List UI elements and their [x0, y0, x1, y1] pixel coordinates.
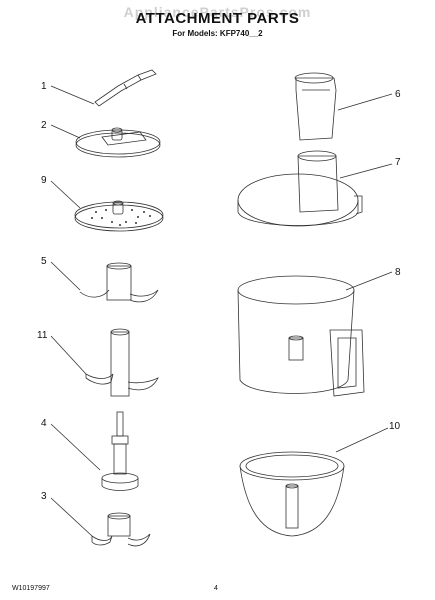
part-10-mini-bowl [239, 451, 345, 537]
page-title: ATTACHMENT PARTS [135, 10, 300, 27]
part-6-food-pusher [294, 72, 337, 141]
shredding-holes [91, 209, 151, 226]
callout-leader-7 [339, 163, 393, 179]
callout-leader-9 [50, 180, 81, 209]
callout-label-11: 11 [37, 330, 48, 341]
callout-10: 10 [335, 421, 401, 453]
callout-5: 5 [41, 256, 81, 291]
part-11-multipurpose-blade [85, 328, 159, 397]
document-number: W10197997 [12, 585, 50, 592]
part-4-disc-adapter [101, 411, 139, 491]
callout-8: 8 [345, 267, 401, 291]
callout-9: 9 [41, 175, 81, 209]
callout-2: 2 [41, 120, 81, 139]
callout-7: 7 [339, 157, 401, 179]
callout-11: 11 [37, 330, 87, 375]
callout-label-9: 9 [41, 175, 47, 186]
callout-leader-10 [335, 427, 389, 453]
part-3-mini-blade [91, 512, 151, 547]
watermark: AppliancePartsPros.com [123, 4, 312, 20]
callout-leader-4 [50, 423, 101, 471]
callout-leader-6 [337, 93, 393, 111]
callout-leader-11 [50, 335, 87, 375]
callout-leader-3 [50, 497, 93, 537]
part-1-spatula [94, 69, 157, 107]
callout-label-4: 4 [41, 418, 47, 429]
part-2-slicing-disc [75, 127, 161, 158]
callout-3: 3 [41, 491, 93, 537]
callout-4: 4 [41, 418, 101, 471]
callout-leader-1 [50, 85, 95, 105]
callout-label-8: 8 [395, 267, 401, 278]
callout-label-3: 3 [41, 491, 47, 502]
callout-leader-2 [50, 124, 81, 139]
callout-label-5: 5 [41, 256, 47, 267]
page-number: 4 [214, 585, 218, 592]
callout-6: 6 [337, 89, 401, 111]
callout-leader-8 [345, 271, 393, 291]
callout-leader-5 [50, 261, 81, 291]
callout-label-6: 6 [395, 89, 401, 100]
callout-label-1: 1 [41, 81, 47, 92]
part-5-dough-blade [79, 262, 159, 303]
part-8-work-bowl [237, 275, 365, 397]
callout-1: 1 [41, 81, 95, 105]
page-subtitle: For Models: KFP740__2 [172, 29, 263, 38]
callout-label-10: 10 [389, 421, 401, 432]
callout-label-2: 2 [41, 120, 47, 131]
callout-label-7: 7 [395, 157, 401, 168]
part-9-shredding-disc [74, 200, 164, 232]
part-7-work-bowl-cover [237, 150, 363, 227]
